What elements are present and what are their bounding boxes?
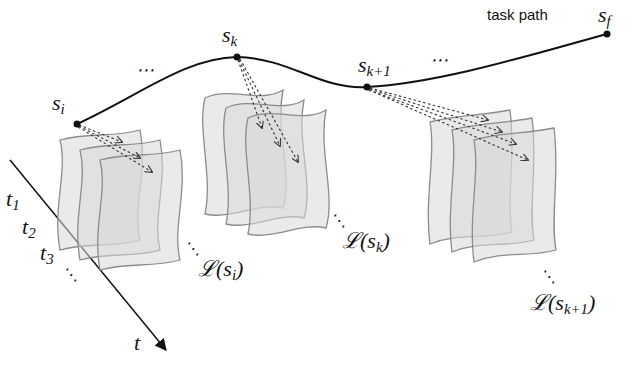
math-label: ⋱ bbox=[184, 240, 200, 258]
surface-sheet bbox=[472, 128, 556, 262]
math-label: ⋱ bbox=[540, 268, 556, 286]
math-label: t bbox=[134, 330, 140, 355]
surface-sheet bbox=[98, 150, 183, 270]
dotted-arrow bbox=[79, 126, 140, 158]
math-label: sk bbox=[222, 22, 237, 50]
math-label: sk+1 bbox=[358, 52, 391, 80]
math-label: t3 bbox=[40, 240, 54, 268]
dotted-arrow bbox=[240, 59, 298, 162]
dotted-arrow bbox=[239, 60, 280, 146]
math-label: ⋱ bbox=[62, 266, 78, 284]
dotted-arrow bbox=[370, 89, 502, 132]
path-point bbox=[604, 31, 611, 38]
path-point bbox=[74, 121, 81, 128]
task-path bbox=[77, 34, 607, 124]
path-point bbox=[234, 54, 241, 61]
dotted-arrows bbox=[78, 59, 528, 172]
dotted-arrow bbox=[238, 60, 262, 128]
math-label: ⋯ bbox=[136, 60, 154, 81]
math-label: ℒ(sk) bbox=[342, 228, 390, 256]
math-label: t1 bbox=[6, 186, 20, 214]
math-label: ⋱ bbox=[330, 212, 346, 230]
dotted-arrow bbox=[369, 90, 516, 144]
math-label: sf bbox=[598, 2, 611, 30]
dotted-arrow bbox=[79, 125, 122, 142]
surface-sheet bbox=[246, 110, 329, 235]
math-label: ℒ(si) bbox=[198, 256, 243, 284]
dotted-arrow bbox=[369, 90, 528, 160]
dotted-arrow bbox=[78, 127, 152, 172]
math-label: t2 bbox=[22, 214, 36, 242]
path-points bbox=[74, 31, 611, 128]
math-label: ⋯ bbox=[430, 50, 448, 71]
path-label: task path bbox=[487, 6, 548, 23]
path-point bbox=[364, 84, 371, 91]
math-label: si bbox=[52, 90, 65, 118]
dotted-arrow bbox=[370, 88, 488, 120]
math-label: ℒ(sk+1) bbox=[530, 290, 595, 318]
loss-surfaces bbox=[58, 90, 556, 270]
